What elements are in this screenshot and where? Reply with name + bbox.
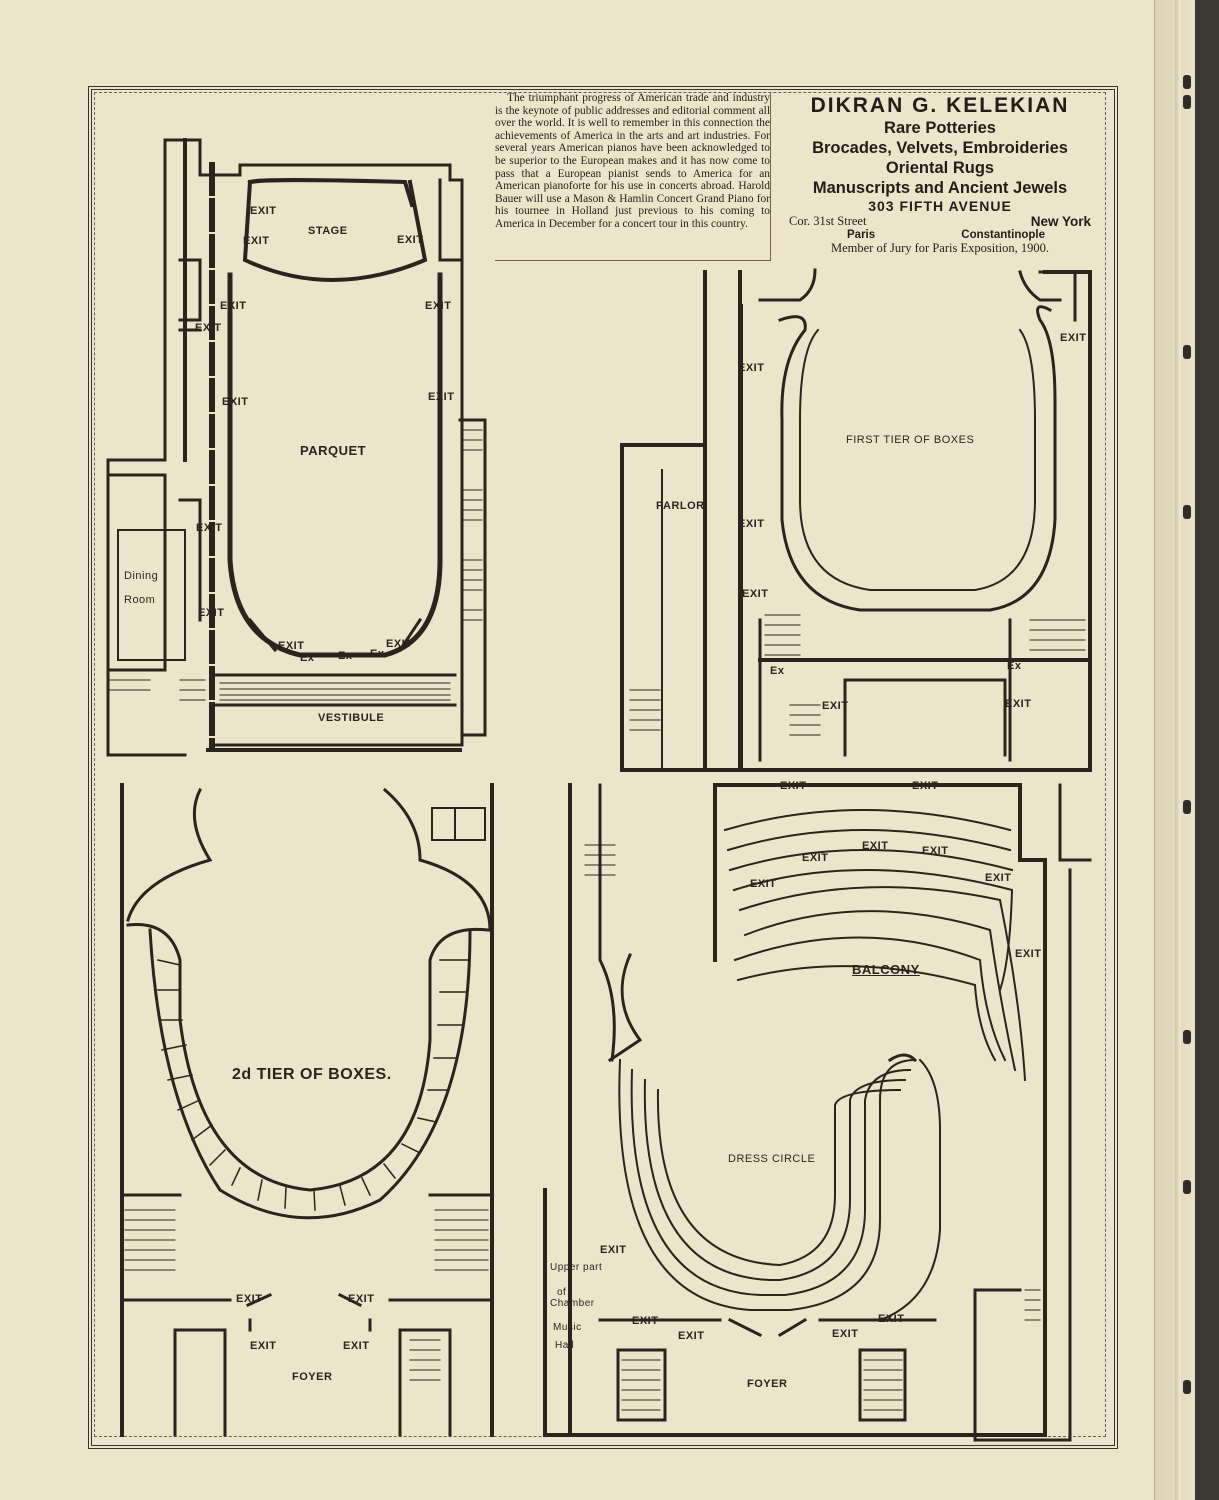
label-exit: EXIT [922, 845, 949, 857]
page-border [88, 86, 1118, 1449]
label-exit: EXIT [1015, 948, 1042, 960]
binding-hole [1183, 1380, 1191, 1394]
label-exit: EXIT [862, 840, 889, 852]
ad-line: Oriental Rugs [885, 159, 995, 177]
label-exit: EXIT [348, 1293, 375, 1305]
first-tier-plan [620, 268, 1092, 772]
label-foyer: FOYER [747, 1378, 788, 1390]
label-exit: EXIT [1005, 698, 1032, 710]
label-first-tier: FIRST TIER OF BOXES [846, 434, 975, 446]
label-exit: EXIT [738, 362, 765, 374]
label-exit: EXIT [428, 391, 455, 403]
label-exit: EXIT [780, 780, 807, 792]
label-foyer: FOYER [292, 1371, 333, 1383]
label-exit: EXIT [750, 878, 777, 890]
binding-hole [1183, 1030, 1191, 1044]
binding-hole [1183, 800, 1191, 814]
label-exit: EXIT [196, 522, 223, 534]
label-exit: EXIT [243, 235, 270, 247]
label-exit: EXIT [250, 205, 277, 217]
label-ex: Ex [338, 650, 353, 662]
label-exit: EXIT [832, 1328, 859, 1340]
label-exit: EXIT [738, 518, 765, 530]
label-exit: EXIT [198, 607, 225, 619]
label-exit: EXIT [386, 638, 413, 650]
label-exit: EXIT [742, 588, 769, 600]
ad-street: Cor. 31st Street [789, 214, 867, 228]
label-ex: Ex [770, 665, 785, 677]
label-parquet: PARQUET [300, 443, 367, 458]
kelekian-ad: DIKRAN G. KELEKIAN Rare Potteries Brocad… [775, 92, 1105, 260]
label-ex: Ex [300, 652, 315, 664]
label-exit: EXIT [222, 396, 249, 408]
label-exit: EXIT [600, 1244, 627, 1256]
label-vestibule: VESTIBULE [318, 712, 385, 724]
label-exit: EXIT [802, 852, 829, 864]
label-exit: EXIT [632, 1315, 659, 1327]
ad-branch-paris: Paris [847, 229, 876, 241]
label-exit: EXIT [250, 1340, 277, 1352]
ad-jury: Member of Jury for Paris Exposition, 190… [830, 241, 1050, 255]
ad-address: 303 FIFTH AVENUE [868, 198, 1012, 214]
label-exit: EXIT [425, 300, 452, 312]
label-exit: EXIT [1060, 332, 1087, 344]
ad-city: New York [1030, 214, 1091, 229]
label-upper-hall: Hall [555, 1340, 575, 1351]
label-exit: EXIT [822, 700, 849, 712]
second-tier-plan [120, 783, 494, 1437]
label-exit: EXIT [397, 234, 424, 246]
binding-hole [1183, 75, 1191, 89]
label-exit: EXIT [236, 1293, 263, 1305]
label-room: Room [124, 594, 156, 606]
label-ex: Ex [370, 648, 385, 660]
article-text: The triumphant progress of American trad… [495, 92, 771, 261]
balcony-plan [543, 783, 1092, 1442]
label-upper-part: Upper part [550, 1262, 603, 1273]
label-exit: EXIT [912, 780, 939, 792]
ad-name: DIKRAN G. KELEKIAN [810, 94, 1070, 117]
label-exit: EXIT [343, 1340, 370, 1352]
binding-hole [1183, 1180, 1191, 1194]
label-upper-music: Music [553, 1322, 582, 1333]
ad-branch-constantinople: Constantinople [961, 229, 1045, 241]
binding-background [1195, 0, 1219, 1500]
label-upper-chamber: Chamber [550, 1298, 595, 1309]
parquet-plan [106, 138, 487, 757]
label-exit: EXIT [220, 300, 247, 312]
label-ex: Ex [1007, 660, 1022, 672]
binding-hole [1183, 345, 1191, 359]
next-page-edge [1154, 0, 1195, 1500]
ad-line: Manuscripts and Ancient Jewels [812, 179, 1068, 197]
binding-hole [1183, 505, 1191, 519]
label-exit: EXIT [195, 322, 222, 334]
page-fold [1175, 0, 1181, 1500]
label-balcony: BALCONY [852, 962, 920, 977]
label-upper-of: of [557, 1287, 567, 1298]
label-dining: Dining [124, 570, 159, 582]
ad-line: Brocades, Velvets, Embroideries [812, 139, 1068, 157]
label-dress-circle: DRESS CIRCLE [728, 1153, 816, 1165]
label-exit: EXIT [278, 640, 305, 652]
label-exit: EXIT [985, 872, 1012, 884]
label-exit: EXIT [678, 1330, 705, 1342]
binding-hole [1183, 95, 1191, 109]
ad-branches-row: Paris Constantinople [775, 229, 1105, 241]
label-exit: EXIT [878, 1313, 905, 1325]
ad-city-row: Cor. 31st Street New York [775, 214, 1105, 229]
label-parlor: PARLOR [656, 500, 705, 512]
label-stage: STAGE [308, 225, 348, 237]
label-second-tier: 2d TIER OF BOXES. [232, 1066, 392, 1083]
ad-line: Rare Potteries [884, 119, 996, 137]
